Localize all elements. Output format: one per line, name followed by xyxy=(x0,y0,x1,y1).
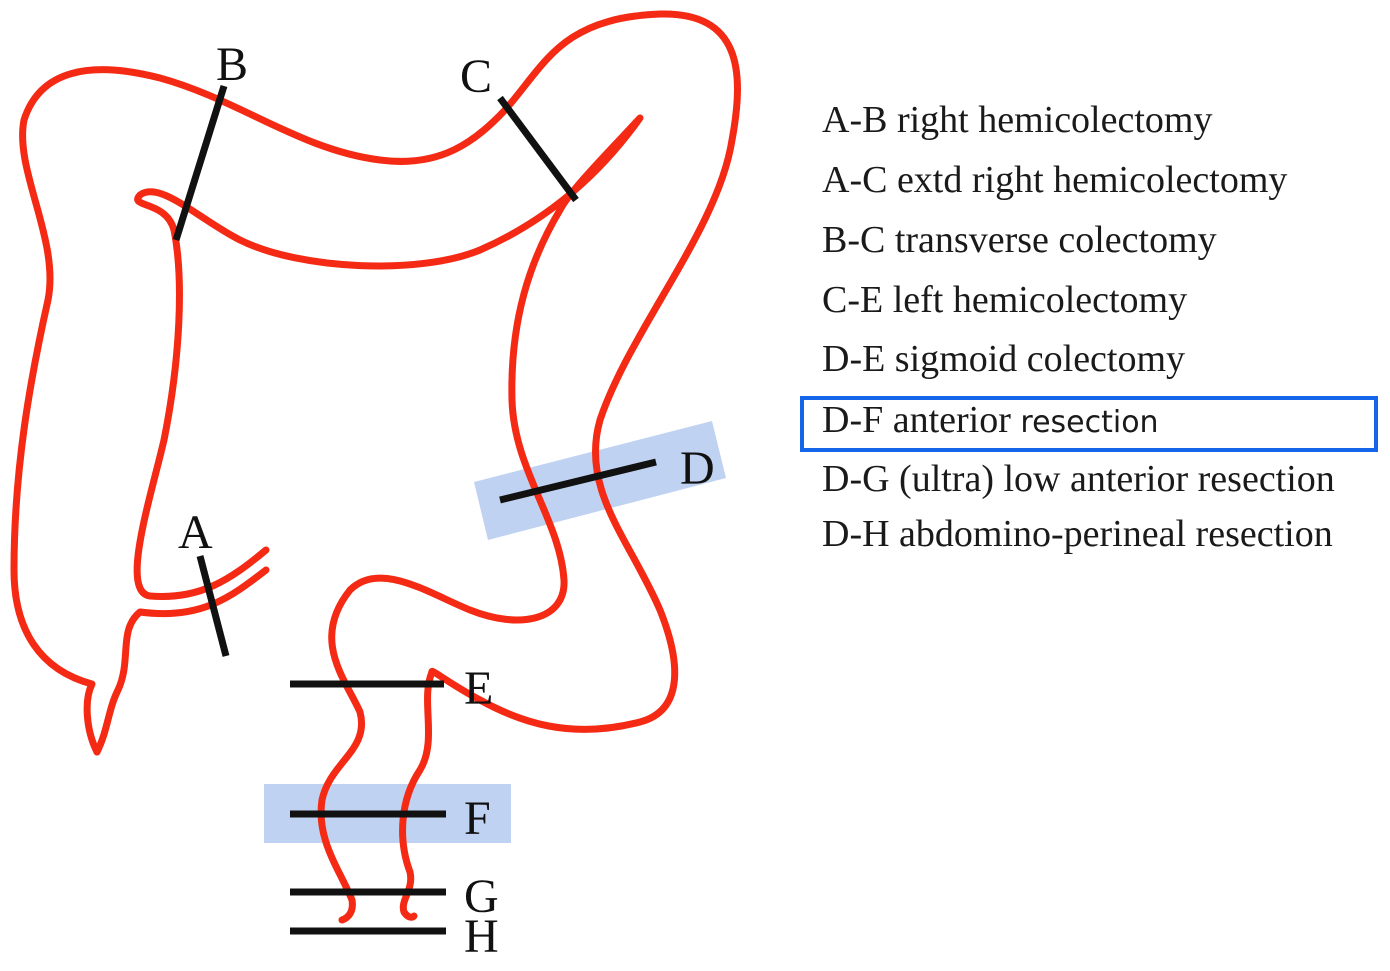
colon-cecum-loop xyxy=(133,114,644,924)
cut-line-d xyxy=(499,458,657,504)
cut-label-b: B xyxy=(216,38,248,91)
legend-item-d-f: D-F anterior resection xyxy=(822,398,1159,442)
rectum-right-wall xyxy=(399,668,436,921)
legend-item-c-e: C-E left hemicolectomy xyxy=(822,279,1188,321)
colon-outer-wall xyxy=(10,10,741,756)
legend-item-d-g: D-G (ultra) low anterior resection xyxy=(822,458,1335,500)
cut-label-h: H xyxy=(464,910,499,963)
legend-item-d-f-head: D-F anterior xyxy=(822,399,1011,441)
cut-label-f: F xyxy=(464,792,491,845)
legend-item-a-b: A-B right hemicolectomy xyxy=(822,99,1213,141)
cut-line-b xyxy=(172,84,228,242)
colon-inner-wall xyxy=(93,566,270,756)
cut-label-d: D xyxy=(680,442,715,495)
cut-lines xyxy=(172,84,657,935)
cut-line-c xyxy=(497,95,579,203)
legend-item-b-c: B-C transverse colectomy xyxy=(822,219,1217,261)
legend-item-d-e: D-E sigmoid colectomy xyxy=(822,338,1186,380)
cut-label-a: A xyxy=(178,506,213,559)
cut-line-a xyxy=(196,555,230,657)
legend-item-a-c: A-C extd right hemicolectomy xyxy=(822,159,1288,201)
cut-label-g: G xyxy=(464,870,499,923)
cut-label-c: C xyxy=(460,50,492,103)
cut-label-e: E xyxy=(464,662,493,715)
legend-item-d-h: D-H abdomino-perineal resection xyxy=(822,513,1333,555)
legend-highlight-box xyxy=(800,396,1378,452)
legend-item-d-f-tail: resection xyxy=(1020,405,1159,440)
